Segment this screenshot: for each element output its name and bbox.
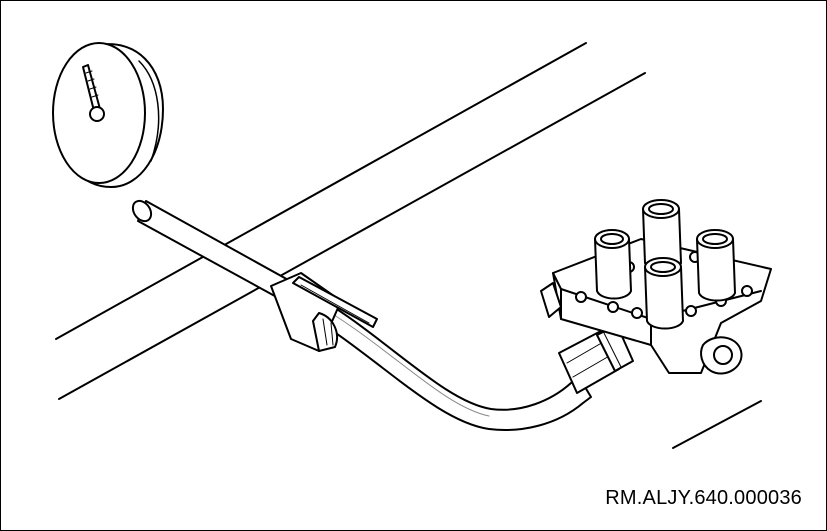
pipe-clamp [270, 272, 378, 352]
air-pipe [131, 199, 592, 431]
figure-reference-code: RM.ALJY.640.000036 [605, 487, 802, 509]
frame-rail [55, 42, 762, 449]
four-circuit-protection-valve [540, 199, 772, 375]
pressure-gauge-icon [52, 42, 164, 188]
union-nut-fitting [558, 324, 634, 394]
